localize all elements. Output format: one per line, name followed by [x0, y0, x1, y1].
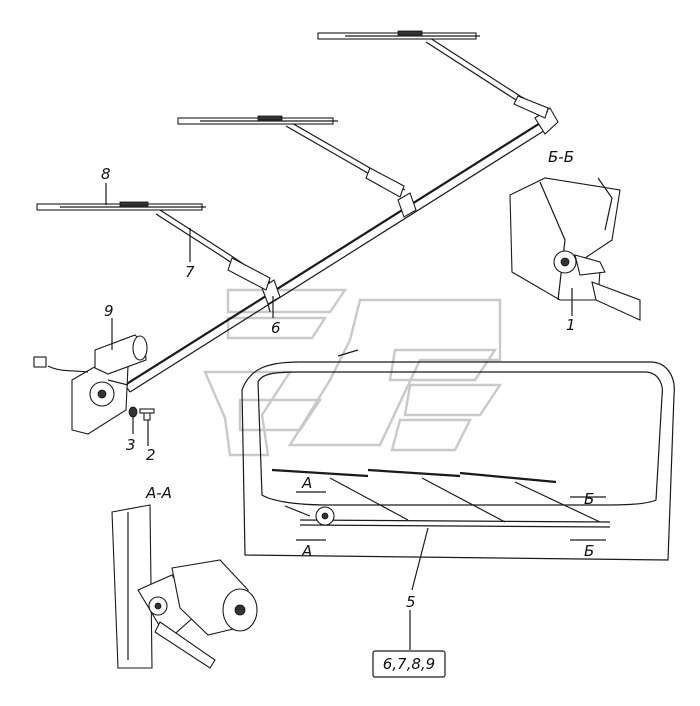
label-7: 7 [185, 263, 195, 281]
section-mark-a-bottom: А [301, 542, 312, 560]
windshield-view [241, 349, 675, 561]
wiper-blade-right [317, 30, 480, 40]
label-5: 5 [406, 593, 416, 611]
leader-lines [105, 183, 573, 650]
section-aa-title: А-А [145, 484, 172, 502]
section-bb-title: Б-Б [548, 148, 574, 166]
wiper-arm-left [155, 209, 271, 291]
label-1: 1 [566, 316, 576, 334]
wiper-linkage [124, 107, 559, 393]
wiper-blade-middle [177, 115, 338, 125]
label-3: 3 [126, 436, 136, 454]
section-mark-b-bottom: Б [584, 542, 594, 560]
section-aa-detail [111, 504, 258, 669]
wiper-blade-left [36, 201, 206, 211]
wiper-motor [33, 334, 148, 435]
bolt [139, 408, 155, 421]
kit-box [372, 650, 446, 678]
section-mark-a-top: А [301, 474, 312, 492]
label-2: 2 [146, 446, 156, 464]
section-bb-detail [509, 177, 641, 321]
kit-box-label: 6,7,8,9 [383, 655, 435, 673]
nut [128, 406, 138, 418]
label-8: 8 [101, 165, 111, 183]
wiper-arm-middle [285, 121, 406, 198]
label-6: 6 [271, 319, 281, 337]
label-9: 9 [104, 302, 114, 320]
section-mark-b-top: Б [584, 490, 594, 508]
wiper-arm-right [425, 37, 549, 119]
